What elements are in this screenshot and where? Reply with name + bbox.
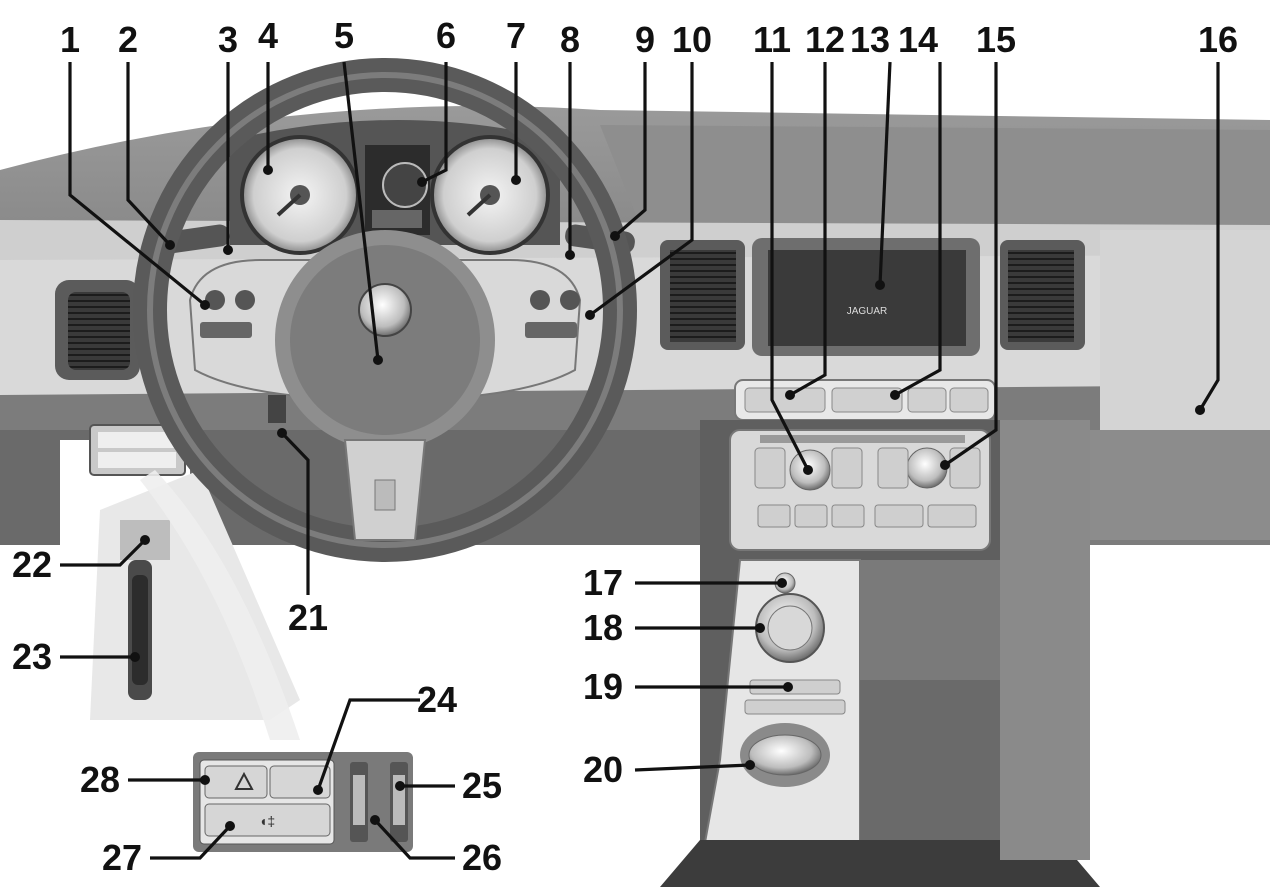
callout-5: 5 [334,15,354,56]
callout-12: 12 [805,19,845,60]
callout-7: 7 [506,15,526,56]
callout-24: 24 [417,679,457,720]
callout-17: 17 [583,562,623,603]
callout-20: 20 [583,749,623,790]
callout-22: 22 [12,544,52,585]
callout-26: 26 [462,837,502,878]
center-console [660,420,1100,887]
leader-lines [60,61,1220,860]
leader-dots [130,165,1205,831]
callout-18: 18 [583,607,623,648]
center-vents [660,240,1085,350]
callout-21: 21 [288,597,328,638]
switch-panel-inset: ◖‡ [193,752,413,852]
touchscreen: JAGUAR [752,238,980,356]
callout-4: 4 [258,15,278,56]
callout-27: 27 [102,837,142,878]
callout-2: 2 [118,19,138,60]
screen-logo-text: JAGUAR [847,306,888,317]
callout-13: 13 [850,19,890,60]
hazard-warning-icon [234,771,254,790]
steering-wheel [133,58,637,562]
callout-9: 9 [635,19,655,60]
callout-19: 19 [583,666,623,707]
callout-25: 25 [462,765,502,806]
fog-lamp-icon: ◖‡ [259,813,275,829]
callout-10: 10 [672,19,712,60]
callout-23: 23 [12,636,52,677]
callout-15: 15 [976,19,1016,60]
passenger-dash [1090,230,1270,540]
callout-8: 8 [560,19,580,60]
callout-14: 14 [898,19,938,60]
inset-connector [140,470,300,740]
callout-6: 6 [436,15,456,56]
callout-11: 11 [753,19,791,60]
callout-numbers: 1 2 3 4 5 6 7 8 9 10 11 12 13 14 15 16 1… [12,15,1238,878]
callout-28: 28 [80,759,120,800]
callout-16: 16 [1198,19,1238,60]
callout-3: 3 [218,19,238,60]
callout-1: 1 [60,19,80,60]
left-air-vent [55,280,140,380]
